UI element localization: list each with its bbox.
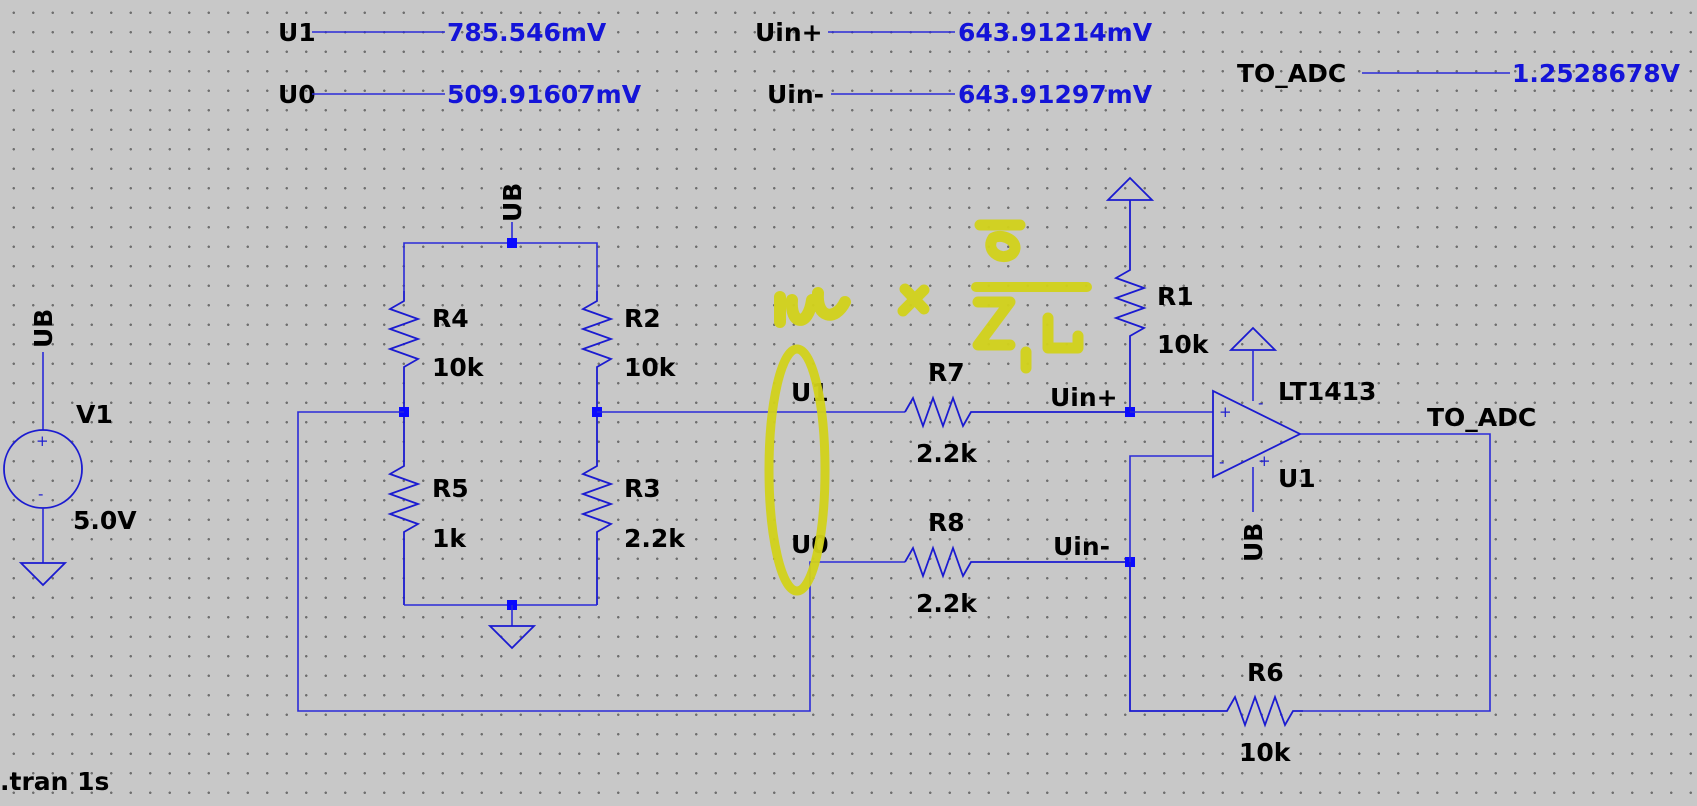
r2-resistor[interactable]: R2 10k (580, 291, 677, 412)
opamp-vplus-pin-mark: - (1258, 394, 1263, 412)
resistor-icon (387, 291, 421, 412)
probe-u0-value: 509.91607mV (447, 80, 642, 109)
handwriting-numerator (974, 219, 1026, 263)
opamp-minus-sign: - (1219, 453, 1224, 471)
r1-resistor[interactable]: R1 10k (1105, 176, 1210, 412)
resistor-icon (1129, 562, 1303, 728)
r4-resistor[interactable]: R4 10k (387, 291, 485, 412)
probe-uin-minus-value: 643.91297mV (958, 80, 1153, 109)
to-adc-net-label: TO_ADC (1427, 403, 1536, 432)
r6-ref: R6 (1247, 658, 1284, 687)
probe-u0: U0 509.91607mV (278, 80, 642, 109)
r5-ref: R5 (432, 474, 469, 503)
r8-value: 2.2k (916, 589, 978, 618)
r1-ref: R1 (1157, 282, 1194, 311)
opamp-supply-label: UB (1239, 523, 1268, 562)
handwriting-denominator (972, 296, 1084, 374)
probe-uin-minus: Uin- 643.91297mV (767, 80, 1153, 109)
v1-minus-sign: - (38, 485, 43, 503)
probe-uin-plus-net: Uin+ (755, 18, 823, 47)
ground-icon (18, 562, 68, 587)
r7-resistor[interactable]: R7 2.2k (904, 358, 1130, 468)
probe-to-adc-value: 1.2528678V (1512, 59, 1681, 88)
handwriting-u (774, 287, 851, 328)
u0-net-wire (297, 411, 905, 712)
r1-value: 10k (1157, 330, 1210, 359)
r6-value: 10k (1239, 738, 1292, 767)
highlight-circle (764, 344, 830, 596)
opamp-u1[interactable]: + - - + UB LT1413 U1 (1129, 326, 1376, 562)
r5-value: 1k (432, 524, 467, 553)
probe-uin-plus-value: 643.91214mV (958, 18, 1153, 47)
v1-source[interactable]: UB + - V1 5.0V (3, 309, 137, 587)
uin-plus-net-label: Uin+ (1050, 383, 1118, 412)
r8-resistor[interactable]: R8 2.2k (904, 508, 1130, 618)
to-adc-net-wire (1300, 433, 1491, 712)
opamp-minus-input-wire (1129, 455, 1213, 562)
r2-value: 10k (624, 353, 677, 382)
r7-value: 2.2k (916, 439, 978, 468)
resistor-icon (580, 412, 614, 605)
uin-minus-net-label: Uin- (1053, 532, 1110, 561)
r8-ref: R8 (928, 508, 965, 537)
r4-value: 10k (432, 353, 485, 382)
probe-u1-net: U1 (278, 18, 316, 47)
v1-supply-label: UB (29, 309, 58, 348)
r3-resistor[interactable]: R3 2.2k (580, 412, 686, 605)
r5-resistor[interactable]: R5 1k (387, 412, 469, 605)
handwritten-gain-note-icon (764, 219, 1092, 596)
resistor-icon (904, 545, 1130, 579)
probe-to-adc: TO_ADC 1.2528678V (1237, 59, 1681, 88)
opamp-icon (1212, 389, 1303, 479)
opamp-model: LT1413 (1278, 377, 1376, 406)
opamp-ref: U1 (1278, 464, 1316, 493)
bridge-top-wire (403, 242, 598, 291)
opamp-vminus-pin-mark: + (1258, 452, 1271, 470)
r2-ref: R2 (624, 304, 661, 333)
r3-ref: R3 (624, 474, 661, 503)
opamp-plus-sign: + (1219, 403, 1232, 421)
ground-icon (487, 625, 537, 650)
probe-to-adc-net: TO_ADC (1237, 59, 1346, 88)
resistor-icon (580, 291, 614, 412)
r4-ref: R4 (432, 304, 469, 333)
bridge-supply-label: UB (498, 183, 527, 222)
resistor-icon (1113, 200, 1147, 412)
supply-arrow-icon (1105, 176, 1155, 201)
r3-value: 2.2k (624, 524, 686, 553)
probe-u1: U1 785.546mV (278, 18, 607, 47)
probe-u1-value: 785.546mV (447, 18, 607, 47)
handwriting-times (897, 283, 930, 317)
probe-u0-net: U0 (278, 80, 316, 109)
r7-ref: R7 (928, 358, 965, 387)
v1-value: 5.0V (73, 506, 137, 535)
junction-node (507, 238, 517, 248)
probe-uin-plus: Uin+ 643.91214mV (755, 18, 1153, 47)
supply-arrow-icon (1228, 326, 1278, 351)
sim-directive[interactable]: .tran 1s (0, 767, 109, 796)
r6-resistor[interactable]: R6 10k (1129, 562, 1303, 767)
probe-uin-minus-net: Uin- (767, 80, 824, 109)
resistor-icon (904, 395, 1130, 429)
resistor-icon (387, 412, 421, 605)
v1-plus-sign: + (36, 432, 49, 450)
v1-ref: V1 (76, 400, 113, 429)
